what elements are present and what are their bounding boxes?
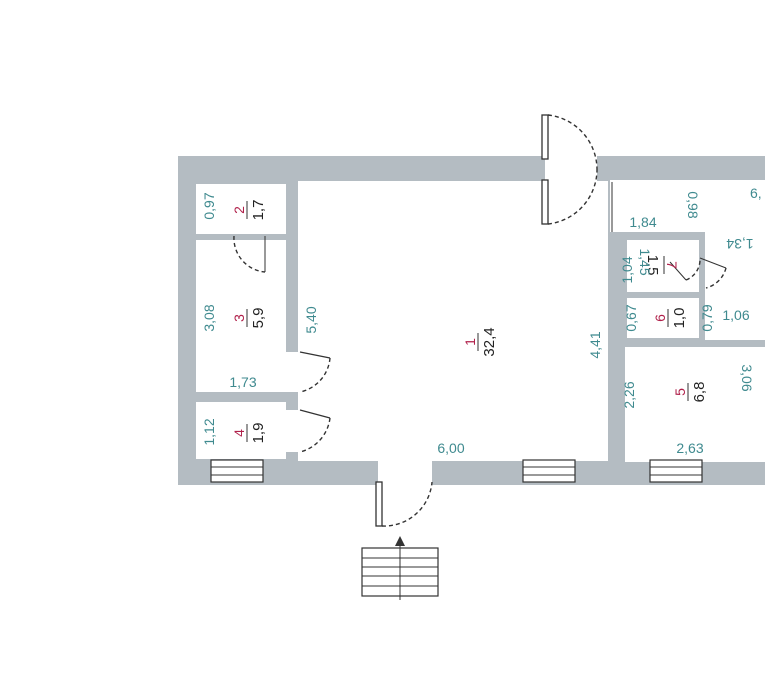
room-label-7: 7 1,5 — [644, 255, 680, 276]
entrance-gap — [378, 460, 432, 485]
dim-4-41: 4,41 — [587, 331, 603, 358]
dim-3-06: 3,06 — [739, 364, 755, 391]
dim-2-63: 2,63 — [676, 440, 703, 456]
room-label-6: 6 1,0 — [652, 308, 688, 329]
dim-6-partial: 6, — [750, 185, 762, 201]
svg-text:7: 7 — [664, 261, 680, 269]
svg-text:32,4: 32,4 — [481, 327, 498, 356]
svg-text:5,9: 5,9 — [250, 308, 267, 329]
dim-0-79: 0,79 — [699, 304, 715, 331]
dim-2-26: 2,26 — [621, 381, 637, 408]
corridor-right-floor — [705, 290, 765, 340]
top-right-room-floor — [610, 180, 765, 232]
svg-text:4: 4 — [231, 429, 247, 437]
room-7-floor — [627, 240, 699, 292]
door-room-7 — [669, 257, 727, 289]
dim-5-40: 5,40 — [303, 306, 319, 333]
svg-text:3: 3 — [231, 314, 247, 322]
dim-1-12: 1,12 — [201, 418, 217, 445]
svg-text:1,9: 1,9 — [250, 423, 267, 444]
dim-0-67: 0,67 — [623, 304, 639, 331]
dim-1-84: 1,84 — [629, 214, 656, 230]
entrance-door — [375, 481, 433, 527]
passage-3 — [286, 352, 300, 392]
dim-0-97: 0,97 — [201, 192, 217, 219]
window-left — [210, 459, 264, 483]
dim-0-98: 0,98 — [685, 191, 701, 218]
top-right-extension-floor — [705, 232, 765, 290]
window-middle — [522, 459, 576, 483]
room-label-4: 4 1,9 — [231, 423, 267, 444]
dim-1-45: 1,45 — [637, 248, 653, 275]
room-label-3: 3 5,9 — [231, 308, 267, 329]
svg-text:6,8: 6,8 — [691, 382, 708, 403]
svg-text:1,7: 1,7 — [250, 200, 267, 221]
room-2-floor — [196, 184, 286, 234]
dim-1-73: 1,73 — [229, 374, 256, 390]
svg-text:1,5: 1,5 — [644, 255, 661, 276]
dim-6-00: 6,00 — [437, 440, 464, 456]
dim-3-08: 3,08 — [201, 304, 217, 331]
window-right — [649, 459, 703, 483]
svg-text:1: 1 — [462, 338, 478, 346]
svg-text:2: 2 — [231, 206, 247, 214]
svg-text:1,0: 1,0 — [671, 308, 688, 329]
dim-1-34: 1,34 — [726, 236, 753, 252]
dim-1-06: 1,06 — [722, 307, 749, 323]
door-room-4 — [299, 409, 331, 453]
room-label-5: 5 6,8 — [672, 382, 708, 403]
top-double-door — [541, 114, 598, 225]
room-5-floor — [625, 347, 765, 462]
entrance-stairs — [361, 536, 439, 600]
dim-1-04: 1,04 — [619, 256, 635, 283]
room-6-floor — [627, 298, 699, 338]
room-3-floor — [196, 240, 286, 392]
room-1-floor — [298, 181, 608, 461]
svg-text:6: 6 — [652, 314, 668, 322]
door-room-3 — [299, 351, 331, 393]
door-room-2 — [233, 235, 266, 273]
room-label-1: 1 32,4 — [462, 327, 498, 356]
room-label-2: 2 1,7 — [231, 200, 267, 221]
svg-text:5: 5 — [672, 388, 688, 396]
room-4-floor — [196, 402, 286, 459]
passage-4 — [286, 410, 300, 452]
